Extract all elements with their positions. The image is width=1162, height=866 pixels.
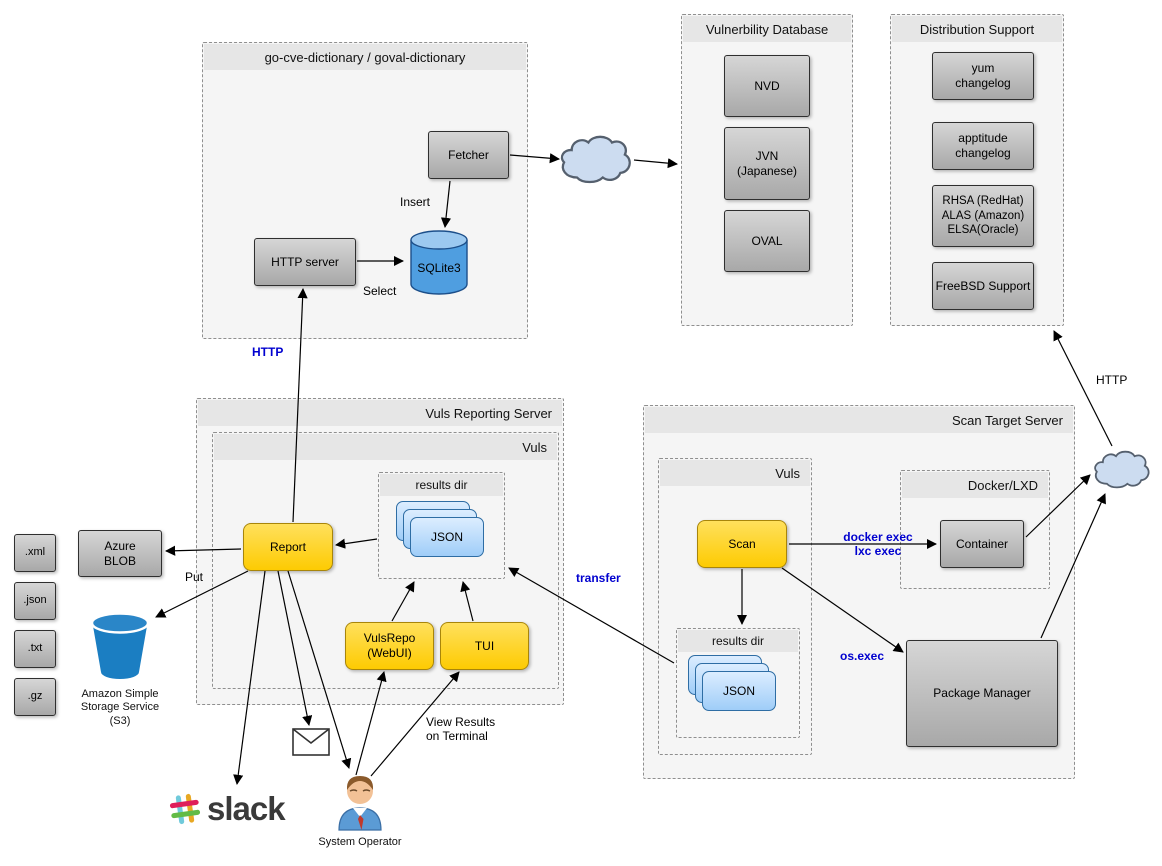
internet-cloud-icon: [558, 133, 634, 187]
node-nvd: NVD: [724, 55, 810, 117]
label-docker-exec: docker exec lxc exec: [843, 530, 913, 558]
node-file-json: .json: [14, 582, 56, 620]
group-title-scan-target-server: Scan Target Server: [645, 407, 1073, 433]
node-http-server: HTTP server: [254, 238, 356, 286]
sqlite3-cylinder-icon: SQLite3: [408, 229, 470, 297]
node-scan-json: JSON: [702, 671, 776, 711]
node-fetcher: Fetcher: [428, 131, 509, 179]
slack-logo: slack: [168, 790, 286, 828]
node-scan: Scan: [697, 520, 787, 568]
slack-hash-icon: [168, 792, 202, 826]
node-tui: TUI: [440, 622, 529, 670]
node-rhsa-alas-elsa: RHSA (RedHat) ALAS (Amazon) ELSA(Oracle): [932, 185, 1034, 247]
node-oval: OVAL: [724, 210, 810, 272]
label-transfer: transfer: [576, 571, 621, 585]
label-insert: Insert: [400, 195, 431, 209]
node-container: Container: [940, 520, 1024, 568]
group-title-distribution-support: Distribution Support: [892, 16, 1062, 42]
group-title-reporting-results-dir: results dir: [380, 474, 503, 496]
node-yum-changelog: yum changelog: [932, 52, 1034, 100]
node-sqlite3-label: SQLite3: [417, 261, 461, 275]
slack-wordmark: slack: [207, 790, 286, 827]
node-file-txt: .txt: [14, 630, 56, 668]
edge-cloud-vulndb: [633, 158, 679, 169]
system-operator-label: System Operator: [318, 836, 402, 848]
label-os-exec: os.exec: [840, 649, 885, 663]
label-select: Select: [363, 284, 397, 298]
json-stack-scan: JSON: [688, 655, 778, 713]
label-view-results: View Results on Terminal: [426, 715, 496, 743]
group-title-docker-lxd: Docker/LXD: [902, 472, 1048, 498]
node-file-gz: .gz: [14, 678, 56, 716]
s3-label: Amazon Simple Storage Service (S3): [80, 688, 160, 727]
group-title-scan-vuls: Vuls: [660, 460, 810, 486]
node-apptitude-changelog: apptitude changelog: [932, 122, 1034, 170]
label-put: Put: [185, 570, 204, 584]
group-go-cve-dictionary: go-cve-dictionary / goval-dictionary: [202, 42, 528, 339]
group-title-vulnerability-database: Vulnerbility Database: [683, 16, 851, 42]
node-vulsrepo: VulsRepo (WebUI): [345, 622, 434, 670]
node-azure-blob: Azure BLOB: [78, 530, 162, 577]
group-title-vuls-reporting-server: Vuls Reporting Server: [198, 400, 562, 426]
group-title-reporting-vuls: Vuls: [214, 434, 557, 460]
node-file-xml: .xml: [14, 534, 56, 572]
group-title-go-cve-dictionary: go-cve-dictionary / goval-dictionary: [204, 44, 526, 70]
group-title-scan-results-dir: results dir: [678, 630, 798, 652]
node-freebsd-support: FreeBSD Support: [932, 262, 1034, 310]
node-package-manager: Package Manager: [906, 640, 1058, 747]
group-distribution-support: Distribution Support: [890, 14, 1064, 326]
s3-bucket-icon: [88, 610, 152, 680]
json-stack-reporting: JSON: [396, 501, 486, 559]
node-report: Report: [243, 523, 333, 571]
email-envelope-icon: [292, 728, 330, 756]
internet-cloud-icon-right: [1092, 448, 1152, 492]
node-reporting-json: JSON: [410, 517, 484, 557]
label-http-reporting: HTTP: [252, 345, 284, 359]
label-http-dist: HTTP: [1096, 373, 1128, 387]
system-operator-icon: [334, 770, 386, 834]
node-jvn: JVN (Japanese): [724, 127, 810, 200]
